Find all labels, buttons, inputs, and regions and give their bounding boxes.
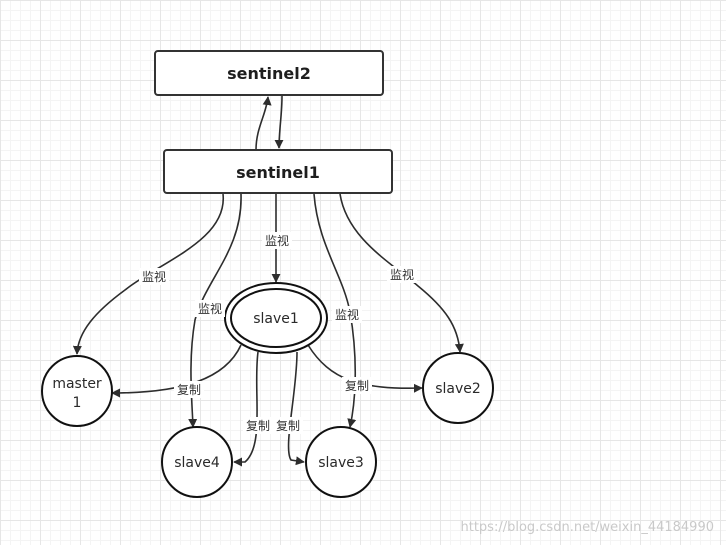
edge-label-replicate-slave3: 复制 [273,417,303,434]
svg-text:监视: 监视 [198,301,222,316]
sentinel1-box: sentinel1 [163,149,393,194]
edge-label-monitor-slave2: 监视 [387,266,417,283]
edge-sentinel2-to-sentinel1 [274,95,284,149]
watermark: https://blog.csdn.net/weixin_44184990 [460,520,714,535]
svg-text:复制: 复制 [276,419,300,433]
sentinel2-label: sentinel2 [227,64,311,83]
master-label-line1: master [52,376,102,392]
svg-text:监视: 监视 [142,269,166,284]
slave3-node: slave3 [305,426,377,498]
svg-text:复制: 复制 [246,419,270,433]
edge-label-monitor-slave4: 监视 [195,300,225,317]
edge-sentinel1-to-master [72,193,224,355]
slave4-label: slave4 [174,455,220,471]
edge-slave1-to-slave3 [287,351,305,466]
slave1-node: slave1 [224,282,328,354]
edge-sentinel1-to-slave2 [339,193,464,353]
sentinel2-box: sentinel2 [154,50,384,96]
slave4-node: slave4 [161,426,233,498]
svg-text:复制: 复制 [345,379,369,393]
edge-label-replicate-slave2: 复制 [342,377,372,394]
slave3-label: slave3 [318,455,364,471]
slave2-label: slave2 [435,381,481,397]
edge-slave1-to-slave4 [233,351,259,467]
sentinel1-label: sentinel1 [236,163,320,182]
edge-label-monitor-master: 监视 [139,268,169,285]
slave2-node: slave2 [422,352,494,424]
svg-text:监视: 监视 [335,307,359,322]
svg-text:监视: 监视 [390,267,414,282]
svg-text:监视: 监视 [265,233,289,248]
edge-label-replicate-slave4: 复制 [243,417,273,434]
master-label-line2: 1 [73,395,82,411]
edge-label-monitor-slave1: 监视 [262,232,292,249]
edge-sentinel1-to-sentinel2 [255,96,272,151]
edge-label-replicate-master: 复制 [174,381,204,398]
slave1-label: slave1 [253,311,299,327]
edge-label-monitor-slave3: 监视 [332,306,362,323]
svg-text:复制: 复制 [177,383,201,397]
master-node: master 1 [41,355,113,427]
